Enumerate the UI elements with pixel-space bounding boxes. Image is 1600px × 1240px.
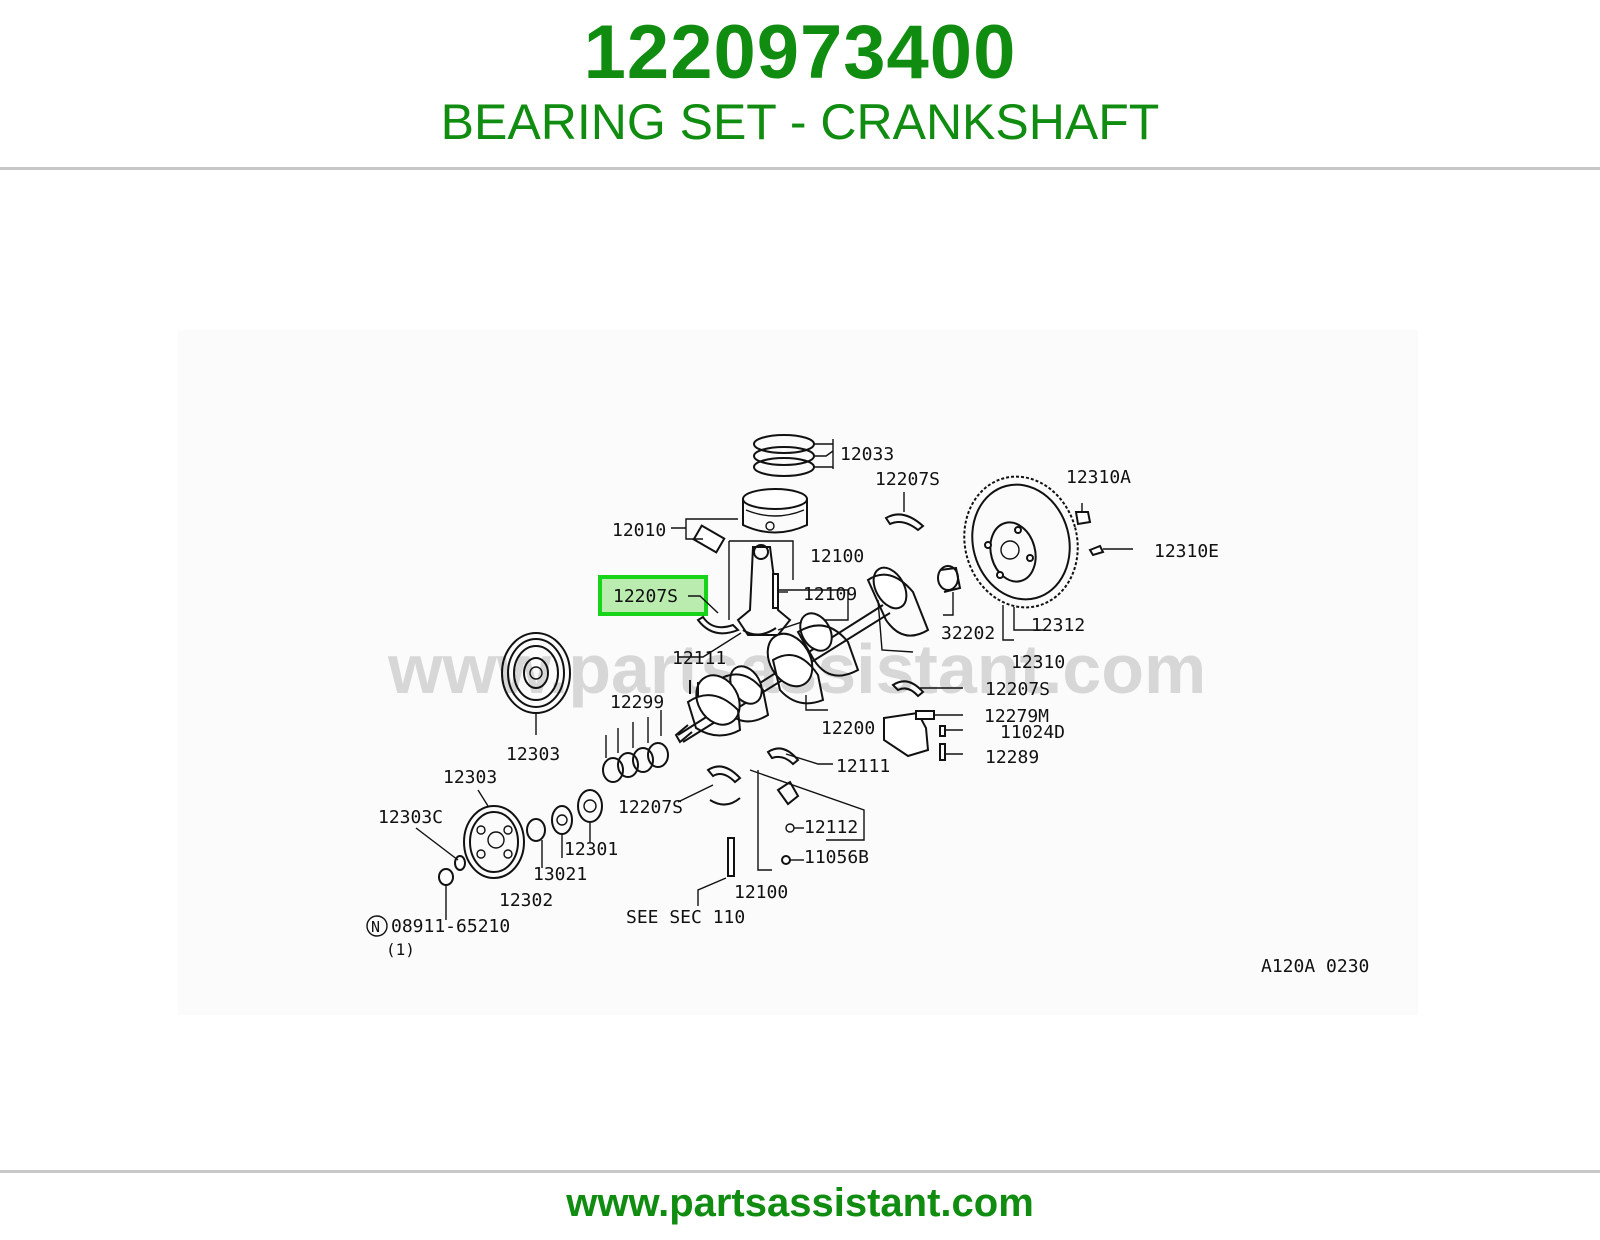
callout-12312[interactable]: 12312 [1031, 615, 1085, 636]
callout-12303-mid[interactable]: 12303 [443, 767, 497, 788]
piston-part [671, 488, 808, 554]
n-mark-letter: N [371, 918, 380, 936]
callout-12302[interactable]: 12302 [499, 890, 553, 911]
callout-12289[interactable]: 12289 [985, 747, 1039, 768]
crank-pulley-lower-part [463, 789, 525, 879]
footer-url[interactable]: www.partsassistant.com [566, 1181, 1034, 1225]
callout-32202[interactable]: 32202 [941, 623, 995, 644]
pulley-bolt-part [415, 827, 466, 920]
callout-12200[interactable]: 12200 [821, 718, 875, 739]
callout-12303-top[interactable]: 12303 [506, 744, 560, 765]
callout-12109[interactable]: 12109 [803, 584, 857, 605]
parts-diagram: www.partsassistant.com [178, 330, 1418, 1015]
callout-12207s-right[interactable]: 12207S [985, 679, 1050, 700]
callout-quantity: (1) [386, 940, 415, 959]
crank-pulley-part [501, 632, 571, 735]
sprocket-and-key-part [526, 789, 603, 868]
callout-12310e[interactable]: 12310E [1154, 541, 1219, 562]
callout-12279m[interactable]: 12279M [984, 706, 1049, 727]
callout-12111-top[interactable]: 12111 [672, 648, 726, 669]
callout-11024d[interactable]: 11024D [1000, 722, 1065, 743]
callout-11056b[interactable]: 11056B [804, 847, 869, 868]
callout-12207s-bottom[interactable]: 12207S [618, 797, 683, 818]
callout-12207s-highlighted[interactable]: 12207S [613, 586, 678, 607]
lower-bearing-shells-part [677, 747, 865, 906]
pilot-bushing-part [937, 565, 962, 616]
callout-08911-65210[interactable]: 08911-65210 [391, 916, 510, 937]
callout-12112[interactable]: 12112 [804, 817, 858, 838]
callout-12303c[interactable]: 12303C [378, 807, 443, 828]
callout-12310[interactable]: 12310 [1011, 652, 1065, 673]
part-name-subtitle: BEARING SET - CRANKSHAFT [440, 94, 1160, 150]
callout-12301[interactable]: 12301 [564, 839, 618, 860]
flywheel-bolt-part [1074, 503, 1133, 557]
callout-12299[interactable]: 12299 [610, 692, 664, 713]
callout-12100-top[interactable]: 12100 [810, 546, 864, 567]
thrust-bearing-cap-part [883, 680, 963, 761]
footer-divider [0, 1170, 1600, 1173]
callout-13021[interactable]: 13021 [533, 864, 587, 885]
n-mark-circle [366, 915, 388, 937]
spacer-washers-part [602, 710, 669, 783]
crankshaft-part [674, 566, 930, 744]
callout-12207s-top[interactable]: 12207S [875, 469, 940, 490]
part-number-title: 1220973400 [583, 10, 1017, 95]
diagram-code: A120A 0230 [1261, 956, 1369, 977]
callout-12100-bottom[interactable]: 12100 [734, 882, 788, 903]
header-divider [0, 167, 1600, 170]
callout-12111-bottom[interactable]: 12111 [836, 756, 890, 777]
callout-12010[interactable]: 12010 [612, 520, 666, 541]
main-bearing-shell-top [884, 492, 925, 532]
flywheel-part [963, 475, 1079, 641]
diagram-canvas: www.partsassistant.com [366, 434, 1369, 977]
page-header: 1220973400 BEARING SET - CRANKSHAFT [0, 0, 1600, 168]
highlighted-callout-box[interactable] [598, 575, 708, 616]
conrod-bearing-shells [678, 615, 777, 658]
callout-12310a[interactable]: 12310A [1066, 467, 1131, 488]
callout-12033[interactable]: 12033 [840, 444, 894, 465]
see-section-note[interactable]: SEE SEC 110 [626, 907, 745, 928]
piston-rings-part [753, 434, 834, 477]
